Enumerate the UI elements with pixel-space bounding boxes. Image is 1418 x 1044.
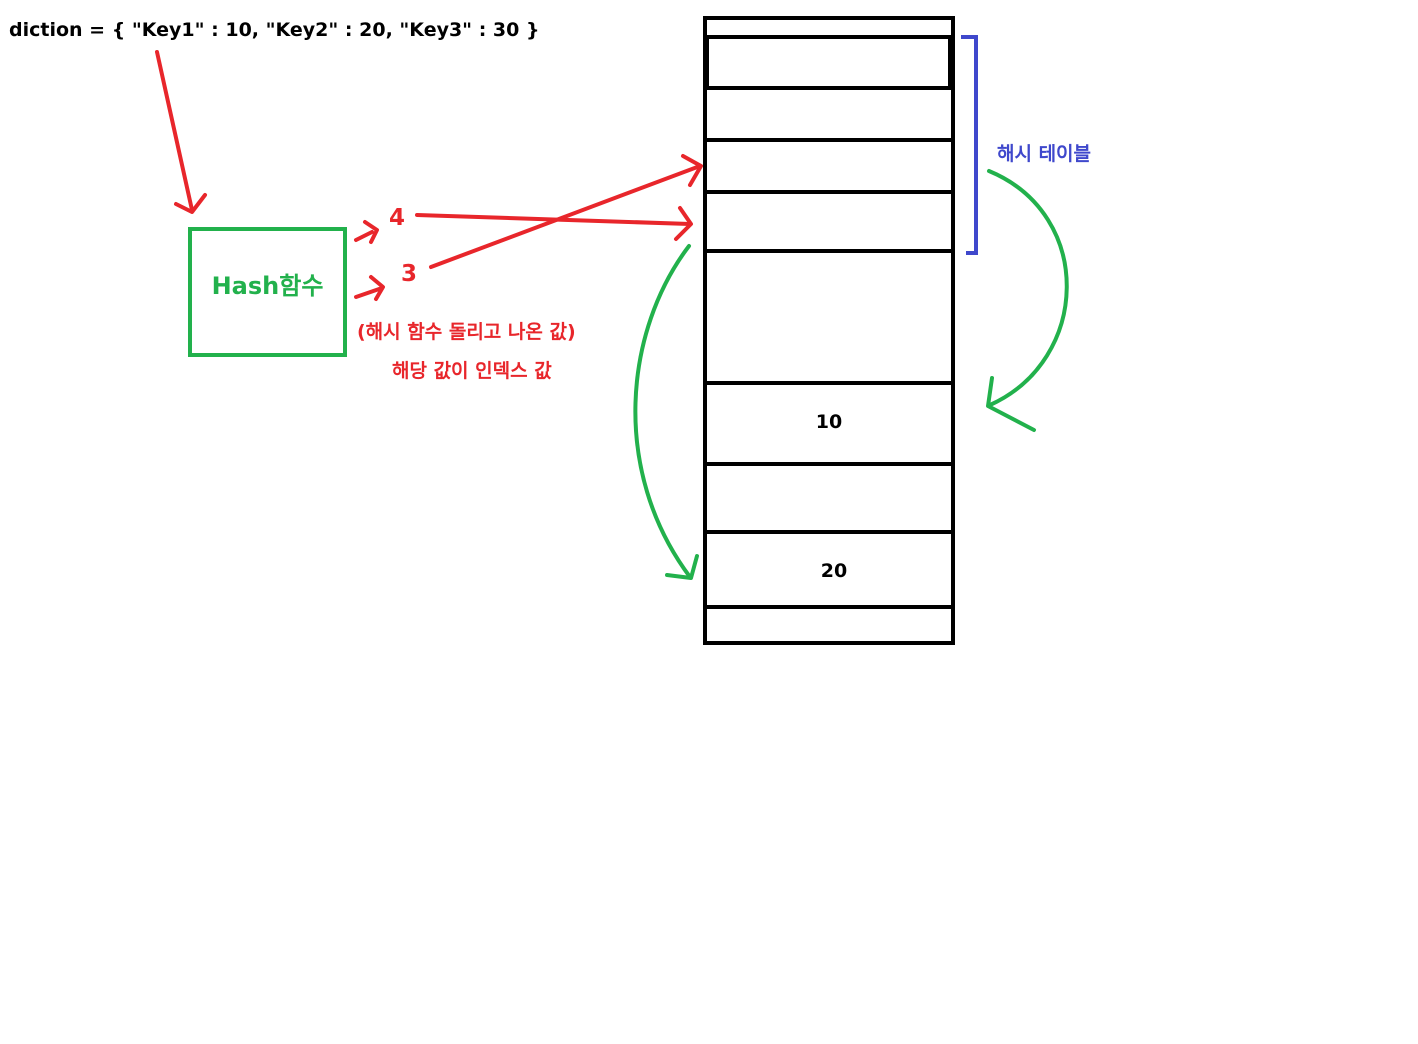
index-3-to-slot-arrow [429, 154, 703, 269]
dictionary-expression: diction = { "Key1" : 10, "Key2" : 20, "K… [9, 19, 540, 41]
hash-table-slot [705, 35, 952, 90]
hash-function-box [188, 227, 347, 357]
dict-to-hash-arrow [155, 50, 207, 214]
index-value-3: 3 [401, 261, 418, 287]
index-value-4: 4 [389, 205, 406, 231]
hash-output-arrow-lower [354, 275, 385, 301]
left-curved-arrow [633, 244, 699, 580]
hash-function-label: Hash함수 [211, 272, 324, 300]
hash-output-arrow-upper [354, 220, 379, 244]
hash-note-line-2: 해당 값이 인덱스 값 [392, 360, 552, 382]
table-cell-value-20: 20 [820, 560, 848, 582]
index-4-to-slot-arrow [415, 206, 693, 241]
table-cell-value-10: 10 [815, 411, 843, 433]
hash-table-label: 해시 테이블 [997, 143, 1092, 165]
hash-note-line-1: (해시 함수 돌리고 나온 값) [357, 321, 576, 343]
hash-table-bracket [961, 35, 978, 255]
right-curved-arrow [986, 169, 1069, 432]
hash-table [703, 16, 955, 645]
hash-table-outline [703, 16, 955, 645]
